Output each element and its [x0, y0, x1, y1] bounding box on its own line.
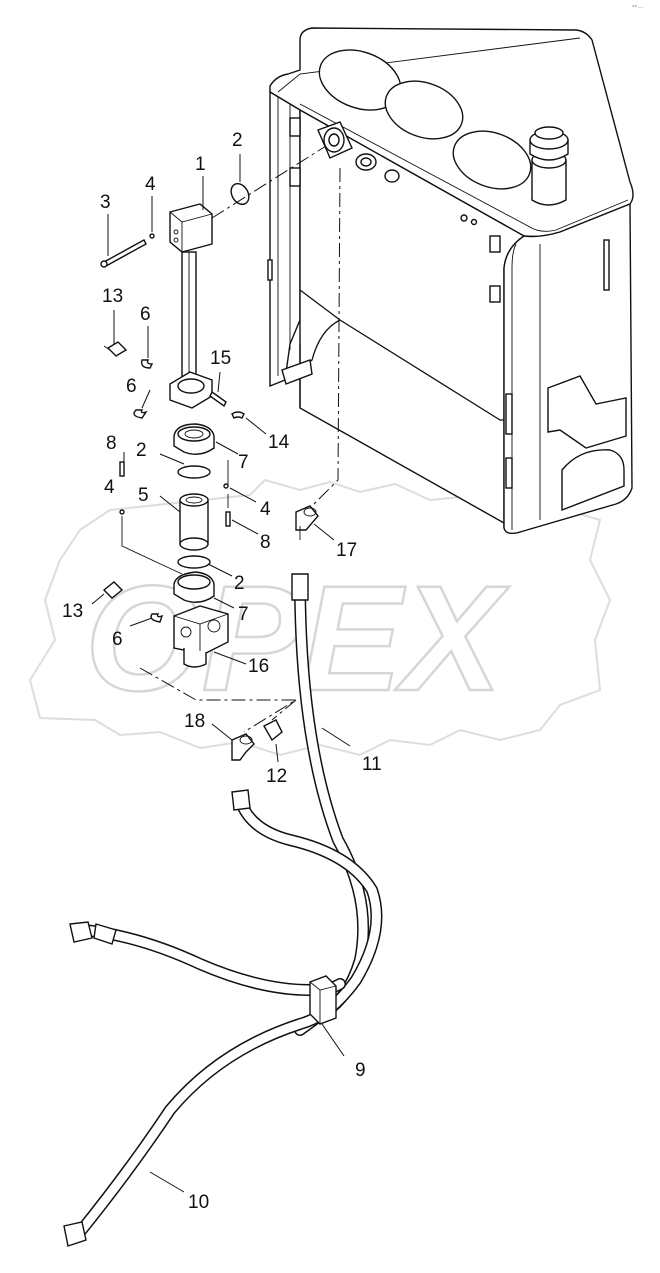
callout-16: 16: [248, 656, 269, 677]
callout-2-top: 2: [232, 130, 243, 151]
callout-7-top: 7: [238, 452, 249, 473]
leader-lines: [91, 154, 351, 1193]
tank-bracket-1: [289, 117, 301, 137]
callout-18: 18: [184, 711, 205, 732]
callout-14: 14: [268, 432, 290, 453]
clip-6-lower: [150, 613, 164, 623]
callout-8-left: 8: [106, 433, 117, 454]
filter-element-5: [179, 493, 209, 551]
o-ring-top: [230, 182, 250, 206]
callout-9: 9: [355, 1060, 366, 1081]
callout-13-lower: 13: [62, 601, 83, 622]
callout-7-lower: 7: [238, 604, 249, 625]
filler-cap: [529, 126, 569, 206]
tank-cover-2: [384, 80, 464, 140]
hose-18-end-nut: [231, 789, 251, 811]
pin-8-right: [225, 511, 231, 527]
watermark-gear-icon: [28, 478, 612, 757]
tank-slot-1: [603, 239, 610, 291]
hoses: [63, 573, 383, 1247]
corner-mark: °° ⋯: [632, 5, 644, 11]
callout-17: 17: [336, 540, 357, 561]
callout-5: 5: [138, 485, 149, 506]
hose-10-end: [63, 1221, 87, 1247]
tank-bracket-2: [289, 167, 301, 187]
elbow-fitting-18: [231, 733, 255, 761]
callout-1: 1: [195, 154, 206, 175]
callout-6-lower: 6: [112, 629, 123, 650]
callout-4-right: 4: [260, 499, 271, 520]
centerline-head-to-tank: [211, 145, 327, 219]
bolt-3: [103, 239, 147, 267]
tank-bracket-4: [489, 285, 501, 303]
callout-6-top: 6: [140, 304, 151, 325]
fitting-13-top: [103, 341, 128, 357]
clip-14: [231, 411, 245, 419]
suction-tube-head: [169, 203, 213, 379]
centerline-filter-to-tank: [305, 167, 341, 513]
tank-right-cutout: [561, 449, 625, 512]
clip-6-top: [140, 359, 154, 369]
washer-4-left: [119, 509, 125, 515]
callout-2-lower: 2: [234, 573, 245, 594]
callout-4-left: 4: [104, 477, 115, 498]
tank-bolt: [460, 214, 468, 222]
suction-port: [355, 153, 400, 183]
tank-right-corner-edge: [511, 243, 541, 530]
fitting-13-lower: [102, 581, 124, 599]
clip-6-mid: [133, 409, 148, 419]
washer-4-top: [149, 233, 155, 239]
callout-2-middle: 2: [136, 440, 147, 461]
clamp-7-lower: [173, 571, 215, 603]
callout-3: 3: [100, 192, 111, 213]
callout-11: 11: [362, 754, 382, 775]
callout-15: 15: [210, 348, 231, 369]
tank-left-inner-edge: [277, 96, 291, 376]
callout-4-top: 4: [145, 174, 156, 195]
pin-8-left: [119, 461, 125, 477]
adapter-fitting-12: [263, 719, 283, 742]
bolt-15: [209, 390, 227, 408]
callouts: 1 2 3 4 13 6 15 6 14 8 2 7 4 5 4 8 17 2 …: [62, 130, 382, 1213]
tank-mount-foot: [281, 359, 313, 385]
o-ring-lower: [177, 555, 211, 569]
callout-6-mid: 6: [126, 376, 137, 397]
callout-12: 12: [266, 766, 287, 787]
elbow-fitting-17: [295, 505, 319, 540]
o-ring-middle: [177, 465, 211, 479]
callout-13-top: 13: [102, 286, 123, 307]
callout-8-right: 8: [260, 532, 271, 553]
centerline-housing-to-fittings: [139, 667, 298, 733]
hydraulic-tank: [267, 27, 634, 535]
return-port-flange: [317, 121, 353, 159]
tube-flange: [169, 371, 213, 409]
clamp-7-top: [173, 423, 215, 455]
tank-right-bracket: [547, 375, 627, 449]
tank-cover-3: [452, 130, 532, 190]
filter-housing-16: [173, 605, 229, 668]
tank-top-rim: [277, 37, 629, 232]
hose-clamp-9: [309, 975, 337, 1025]
tank-bracket-3: [489, 235, 501, 253]
callout-10: 10: [188, 1192, 209, 1213]
hose-11-top-end: [291, 573, 309, 601]
filter-assembly: [100, 145, 341, 733]
leader-filter-left: [121, 516, 183, 575]
hose-left-upper-end: [69, 921, 93, 943]
tank-slot-2: [267, 259, 273, 281]
washer-4-right: [223, 483, 229, 489]
tank-covers: [318, 49, 532, 190]
